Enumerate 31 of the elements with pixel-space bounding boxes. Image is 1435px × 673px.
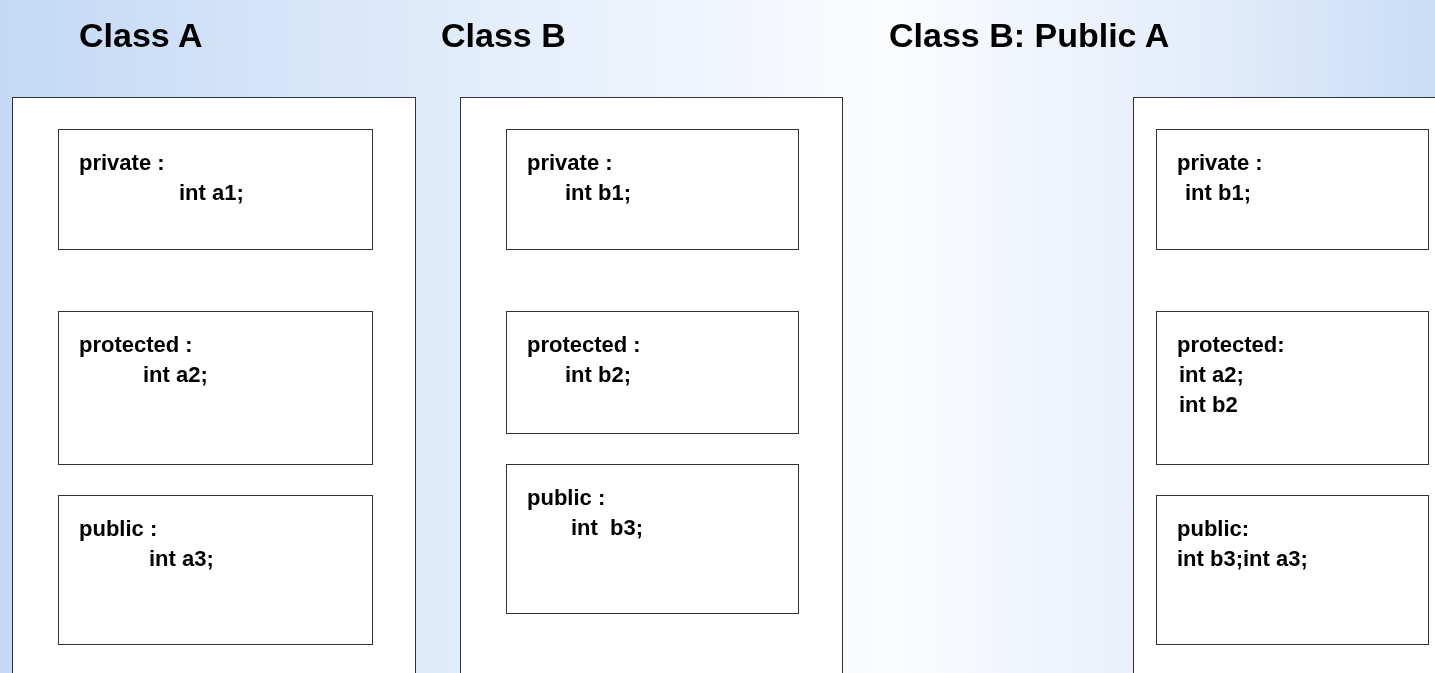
access-section-box (1156, 495, 1429, 645)
access-section-box (58, 129, 373, 250)
access-section-box (506, 311, 799, 434)
member-declaration: int b1; (1185, 179, 1251, 207)
member-declaration: int b3; (571, 514, 644, 542)
access-section-box (506, 464, 799, 614)
member-declaration: int b2; (565, 361, 631, 389)
class-heading: Class B: Public A (889, 18, 1170, 52)
access-section-box (1156, 311, 1429, 465)
access-specifier: public : (527, 484, 606, 512)
access-section-box (58, 311, 373, 465)
access-specifier: public: (1177, 515, 1250, 543)
access-section-box (506, 129, 799, 250)
access-specifier: private : (1177, 149, 1263, 177)
access-specifier: private : (527, 149, 613, 177)
member-declaration: int b1; (565, 179, 631, 207)
access-specifier: protected : (79, 331, 193, 359)
access-specifier: protected: (1177, 331, 1285, 359)
access-section-box (58, 495, 373, 645)
class-heading: Class B (441, 18, 566, 52)
member-declaration: int a2; (1179, 361, 1244, 389)
access-section-box (1156, 129, 1429, 250)
access-specifier: private : (79, 149, 165, 177)
class-heading: Class A (79, 18, 203, 52)
member-declaration: int a3; (149, 545, 214, 573)
member-declaration: int b2 (1179, 391, 1238, 419)
member-declaration: int a1; (179, 179, 244, 207)
member-declaration: int b3;int a3; (1177, 545, 1308, 573)
access-specifier: public : (79, 515, 158, 543)
member-declaration: int a2; (143, 361, 208, 389)
access-specifier: protected : (527, 331, 641, 359)
